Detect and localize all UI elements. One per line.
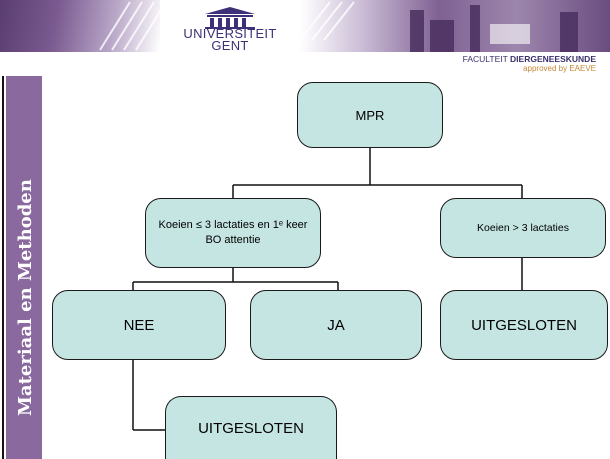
- banner-image-right: [300, 0, 610, 52]
- node-root: MPR: [297, 82, 443, 148]
- node-right-branch: Koeien > 3 lactaties: [440, 198, 606, 258]
- node-nee: NEE: [52, 290, 226, 360]
- faculty-name: DIERGENEESKUNDE: [510, 54, 596, 64]
- node-ja: JA: [250, 290, 422, 360]
- banner-decoration: [99, 1, 578, 52]
- university-city: GENT: [211, 38, 249, 53]
- node-left-branch: Koeien ≤ 3 lactaties en 1ᵉ keer BO atten…: [145, 198, 321, 268]
- node-excluded-right: UITGESLOTEN: [440, 290, 608, 360]
- university-name: UNIVERSITEIT: [183, 26, 277, 41]
- banner-image-left: [0, 0, 160, 52]
- node-excluded-bottom: UITGESLOTEN: [165, 396, 337, 459]
- header-banner: UNIVERSITEIT GENT FACULTEIT DIERGENEESKU…: [0, 0, 610, 76]
- faculty-accreditation: approved by EAEVE: [523, 64, 596, 73]
- faculty-prefix: FACULTEIT: [462, 54, 511, 64]
- university-logo-text: UNIVERSITEIT GENT: [182, 26, 278, 53]
- sidebar-panel: Materiaal en Methoden: [6, 76, 42, 459]
- faculty-label: FACULTEIT DIERGENEESKUNDE approved by EA…: [463, 54, 596, 74]
- left-border-line: [2, 76, 4, 459]
- university-logo-icon: [205, 7, 255, 29]
